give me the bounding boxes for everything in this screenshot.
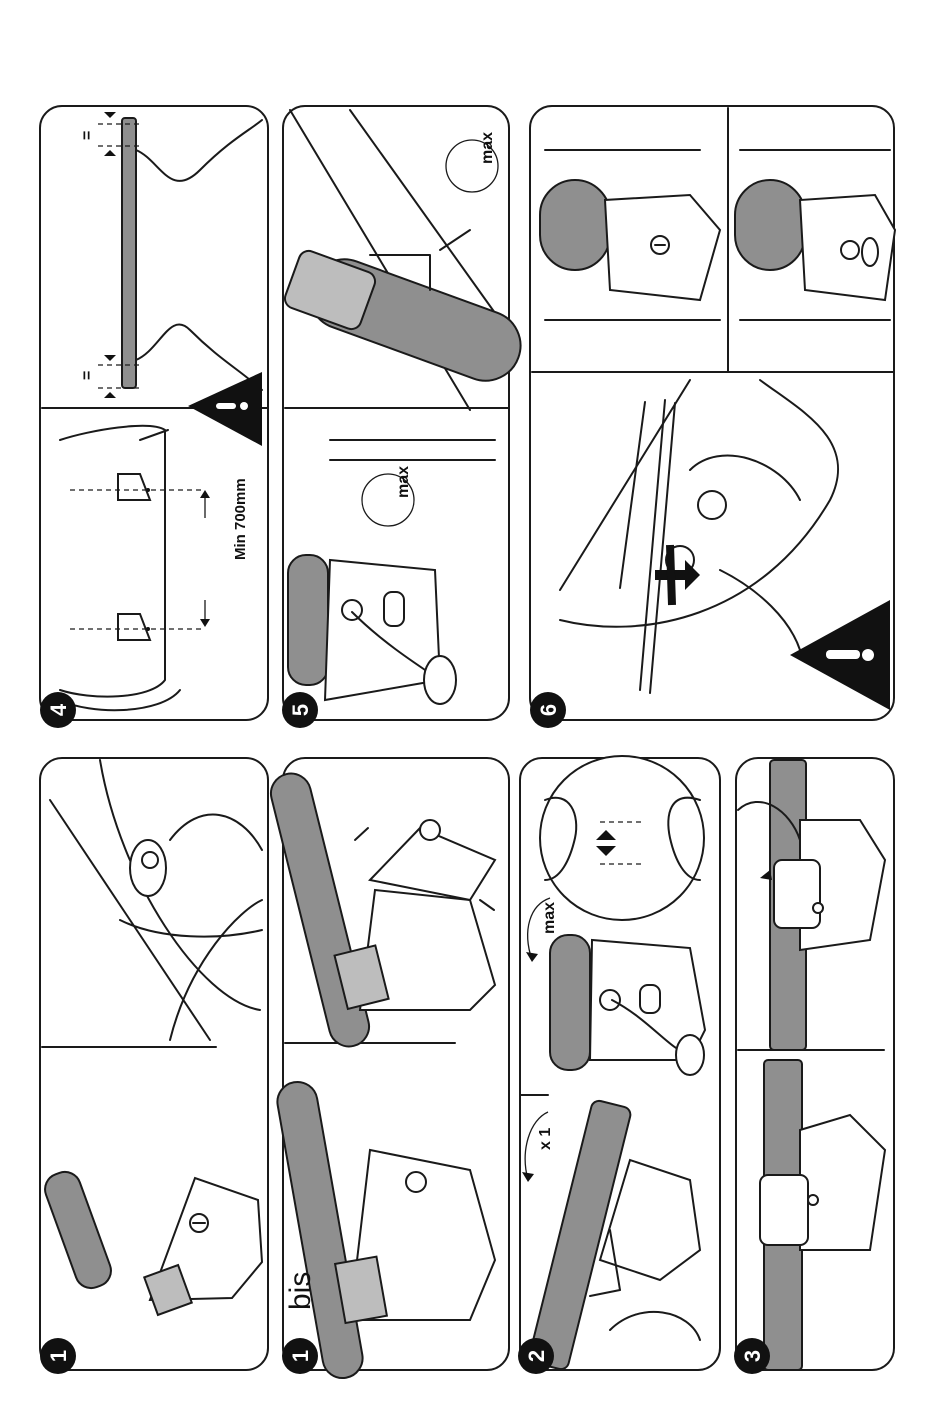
step-badge-6: 6 xyxy=(530,692,566,728)
step-badge-5: 5 xyxy=(282,692,318,728)
svg-text:Min 700mm: Min 700mm xyxy=(232,478,249,560)
svg-text:max: max xyxy=(395,466,412,498)
panel-step-4: = = xyxy=(40,106,268,720)
svg-text:4: 4 xyxy=(46,703,71,716)
svg-text:max: max xyxy=(541,902,558,934)
panel-step-6 xyxy=(530,106,895,720)
panel-step-1 xyxy=(40,758,268,1370)
svg-text:max: max xyxy=(479,132,496,164)
step-badge-4: 4 xyxy=(40,692,76,728)
step-badge-1: 1 xyxy=(40,1338,76,1374)
panel-step-5 xyxy=(282,106,530,720)
svg-text:=: = xyxy=(79,131,96,140)
svg-text:1: 1 xyxy=(46,1350,71,1362)
step-badge-3: 3 xyxy=(734,1338,770,1374)
step-badge-2: 2 xyxy=(518,1338,554,1374)
svg-text:3: 3 xyxy=(740,1350,765,1362)
panel-step-2 xyxy=(520,756,720,1371)
svg-text:x 1: x 1 xyxy=(537,1128,554,1150)
svg-text:5: 5 xyxy=(288,704,313,716)
svg-text:bis: bis xyxy=(284,1272,317,1310)
svg-text:2: 2 xyxy=(524,1350,549,1362)
svg-text:1: 1 xyxy=(288,1350,313,1362)
svg-text:6: 6 xyxy=(536,704,561,716)
panel-step-3 xyxy=(736,758,894,1370)
svg-text:=: = xyxy=(79,371,96,380)
